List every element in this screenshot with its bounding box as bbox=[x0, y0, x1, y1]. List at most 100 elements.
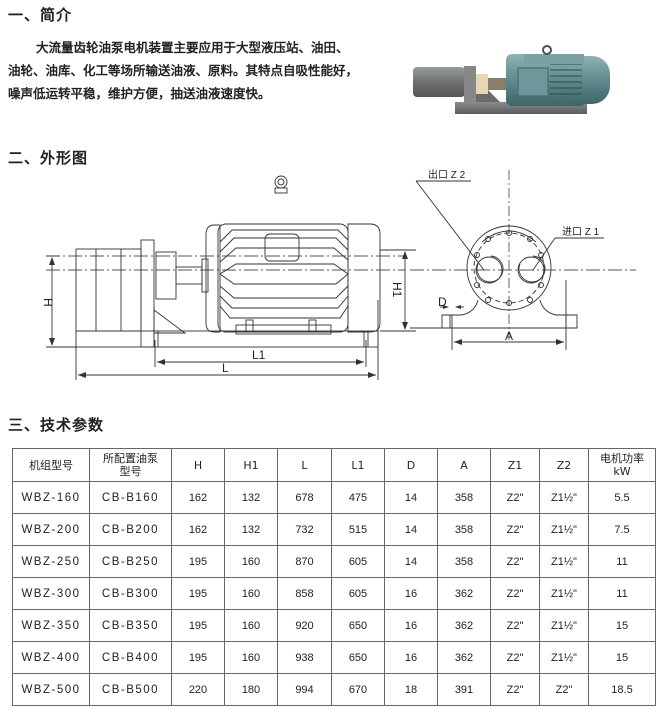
cell-power: 15 bbox=[588, 609, 656, 642]
section-title-intro: 一、简介 bbox=[8, 6, 73, 24]
intro-paragraph: 大流量齿轮油泵电机装置主要应用于大型液压站、油田、 油轮、油库、化工等场所输送油… bbox=[8, 36, 363, 105]
dim-label-h1-side: H1 bbox=[390, 282, 404, 298]
cell-power: 7.5 bbox=[588, 513, 656, 546]
cell-z2: Z1½" bbox=[539, 481, 589, 514]
header-pump-model: 所配置油泵型号 bbox=[89, 448, 172, 482]
cell-z1: Z2" bbox=[490, 673, 540, 706]
cell-pump-model: CB-B300 bbox=[89, 577, 172, 610]
cell-pump-model: CB-B160 bbox=[89, 481, 172, 514]
cell-power: 5.5 bbox=[588, 481, 656, 514]
header-a: A bbox=[437, 448, 491, 482]
cell-a: 362 bbox=[437, 641, 491, 674]
cell-l1: 605 bbox=[331, 577, 385, 610]
cell-h1: 160 bbox=[224, 609, 278, 642]
intro-line-3: 噪声低运转平稳，维护方便，抽送油液速度快。 bbox=[8, 86, 271, 101]
cell-unit-model: WBZ-400 bbox=[12, 641, 90, 674]
cell-unit-model: WBZ-200 bbox=[12, 513, 90, 546]
dim-label-h: H bbox=[41, 298, 55, 307]
cell-unit-model: WBZ-160 bbox=[12, 481, 90, 514]
intro-line-2: 油轮、油库、化工等场所输送油液、原料。其特点自吸性能好， bbox=[8, 63, 359, 78]
cell-d: 16 bbox=[384, 641, 438, 674]
cell-z2: Z2" bbox=[539, 673, 589, 706]
cell-l: 678 bbox=[277, 481, 332, 514]
table-row: WBZ-500 CB-B500 220 180 994 670 18 391 Z… bbox=[12, 673, 656, 706]
cell-h: 195 bbox=[171, 577, 225, 610]
cell-h1: 160 bbox=[224, 577, 278, 610]
cell-d: 14 bbox=[384, 481, 438, 514]
cell-power: 15 bbox=[588, 641, 656, 674]
cell-unit-model: WBZ-300 bbox=[12, 577, 90, 610]
cell-h1: 160 bbox=[224, 641, 278, 674]
dim-label-d: D bbox=[438, 295, 447, 309]
cell-l1: 515 bbox=[331, 513, 385, 546]
cell-z2: Z1½" bbox=[539, 545, 589, 578]
cell-z2: Z1½" bbox=[539, 513, 589, 546]
cell-l1: 650 bbox=[331, 609, 385, 642]
table-row: WBZ-300 CB-B300 195 160 858 605 16 362 Z… bbox=[12, 577, 656, 610]
header-h1: H1 bbox=[224, 448, 278, 482]
cell-power: 18.5 bbox=[588, 673, 656, 706]
cell-unit-model: WBZ-250 bbox=[12, 545, 90, 578]
cell-a: 391 bbox=[437, 673, 491, 706]
header-unit-model: 机组型号 bbox=[12, 448, 90, 482]
header-l: L bbox=[277, 448, 332, 482]
cell-power: 11 bbox=[588, 577, 656, 610]
header-z1: Z1 bbox=[490, 448, 540, 482]
cell-d: 18 bbox=[384, 673, 438, 706]
cell-l1: 475 bbox=[331, 481, 385, 514]
cell-z1: Z2" bbox=[490, 513, 540, 546]
cell-h: 195 bbox=[171, 609, 225, 642]
cell-z2: Z1½" bbox=[539, 641, 589, 674]
cell-l1: 670 bbox=[331, 673, 385, 706]
cell-a: 362 bbox=[437, 577, 491, 610]
cell-pump-model: CB-B200 bbox=[89, 513, 172, 546]
cell-a: 362 bbox=[437, 609, 491, 642]
cell-unit-model: WBZ-500 bbox=[12, 673, 90, 706]
cell-a: 358 bbox=[437, 513, 491, 546]
cell-l: 858 bbox=[277, 577, 332, 610]
cell-d: 14 bbox=[384, 545, 438, 578]
section-title-outline: 二、外形图 bbox=[8, 149, 89, 167]
label-outlet-z2: 出口 Z 2 bbox=[428, 168, 466, 181]
dim-label-a: A bbox=[505, 329, 513, 343]
cell-unit-model: WBZ-350 bbox=[12, 609, 90, 642]
dim-label-l1: L1 bbox=[252, 348, 266, 362]
cell-power: 11 bbox=[588, 545, 656, 578]
cell-a: 358 bbox=[437, 545, 491, 578]
pump-motor-photo bbox=[413, 45, 610, 114]
cell-d: 16 bbox=[384, 609, 438, 642]
cell-l1: 605 bbox=[331, 545, 385, 578]
cell-z1: Z2" bbox=[490, 641, 540, 674]
table-row: WBZ-200 CB-B200 162 132 732 515 14 358 Z… bbox=[12, 513, 656, 546]
cell-h: 195 bbox=[171, 641, 225, 674]
cell-l: 870 bbox=[277, 545, 332, 578]
cell-a: 358 bbox=[437, 481, 491, 514]
cell-h: 162 bbox=[171, 481, 225, 514]
cell-z1: Z2" bbox=[490, 481, 540, 514]
cell-d: 14 bbox=[384, 513, 438, 546]
cell-pump-model: CB-B400 bbox=[89, 641, 172, 674]
cell-l1: 650 bbox=[331, 641, 385, 674]
cell-h: 195 bbox=[171, 545, 225, 578]
label-inlet-z1: 进口 Z 1 bbox=[562, 226, 600, 238]
cell-h1: 180 bbox=[224, 673, 278, 706]
cell-z1: Z2" bbox=[490, 577, 540, 610]
cell-z1: Z2" bbox=[490, 609, 540, 642]
cell-z2: Z1½" bbox=[539, 609, 589, 642]
table-row: WBZ-350 CB-B350 195 160 920 650 16 362 Z… bbox=[12, 609, 656, 642]
cell-pump-model: CB-B250 bbox=[89, 545, 172, 578]
cell-pump-model: CB-B350 bbox=[89, 609, 172, 642]
cell-d: 16 bbox=[384, 577, 438, 610]
cell-z2: Z1½" bbox=[539, 577, 589, 610]
cell-h: 220 bbox=[171, 673, 225, 706]
header-h: H bbox=[171, 448, 225, 482]
table-row: WBZ-400 CB-B400 195 160 938 650 16 362 Z… bbox=[12, 641, 656, 674]
cell-pump-model: CB-B500 bbox=[89, 673, 172, 706]
dim-label-l: L bbox=[222, 361, 229, 375]
cell-h1: 132 bbox=[224, 481, 278, 514]
outline-drawing: H H1 L1 L D A 出口 Z 2 进口 Z 1 bbox=[41, 168, 636, 380]
cell-l: 732 bbox=[277, 513, 332, 546]
